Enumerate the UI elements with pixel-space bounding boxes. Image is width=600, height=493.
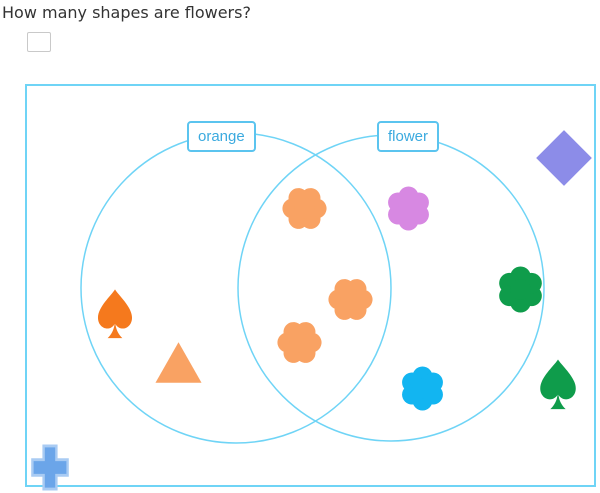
question-text: How many shapes are flowers? [2, 3, 251, 22]
answer-input[interactable] [27, 32, 51, 52]
venn-circles [80, 132, 545, 444]
orange-set-circle [80, 132, 392, 444]
set-label-flower: flower [377, 121, 440, 152]
venn-diagram-panel [25, 84, 596, 487]
set-label-orange: orange [187, 121, 256, 152]
